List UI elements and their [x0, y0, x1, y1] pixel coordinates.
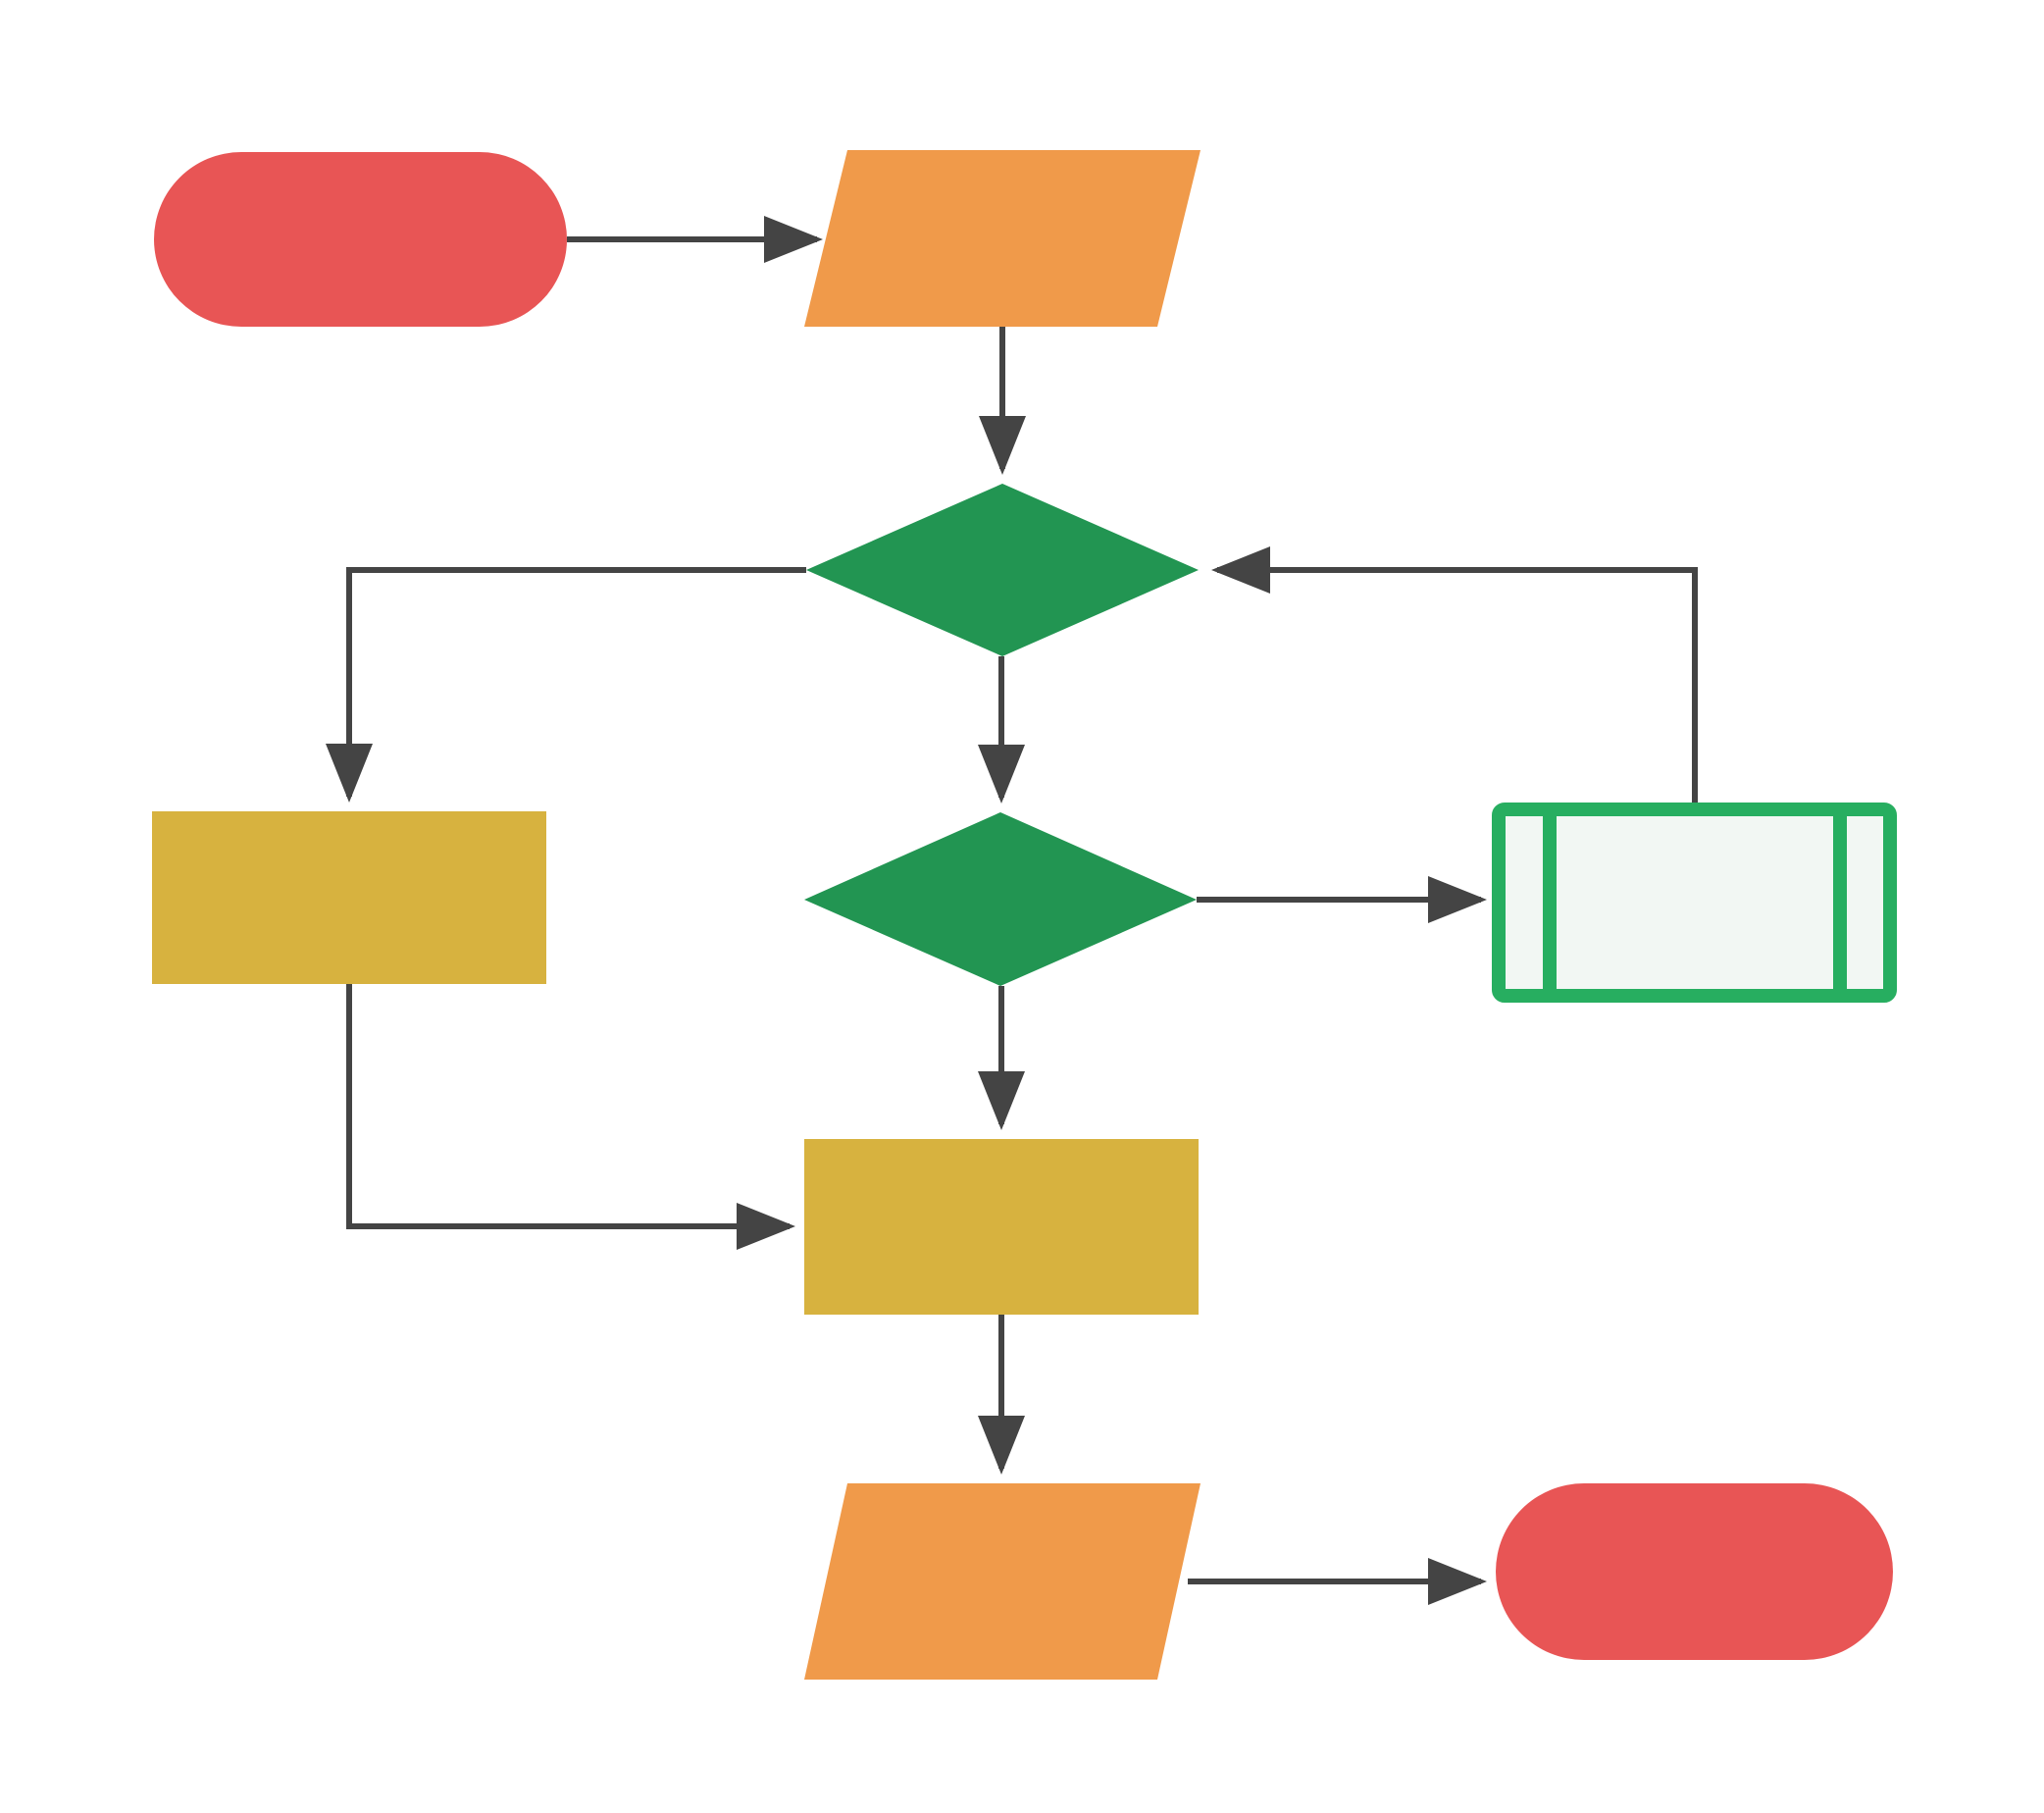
connector-layer — [326, 216, 1698, 1605]
node-process-center-rectangle[interactable] — [804, 1139, 1199, 1315]
edge-process-left-to-process-center — [346, 984, 795, 1250]
node-end-terminator[interactable] — [1496, 1483, 1893, 1660]
subroutine-outer-border — [1492, 803, 1897, 1003]
node-subroutine-predefined-process[interactable] — [1492, 803, 1897, 1003]
node-decision-2-diamond[interactable] — [804, 812, 1197, 986]
edge-decision1-to-process-left — [326, 567, 806, 803]
shape-layer — [152, 150, 1897, 1680]
edge-subroutine-loopback-to-decision1 — [1211, 546, 1698, 806]
node-process-left-rectangle[interactable] — [152, 811, 546, 984]
node-input-parallelogram[interactable] — [804, 150, 1201, 327]
node-output-parallelogram[interactable] — [804, 1483, 1201, 1680]
node-decision-1-diamond[interactable] — [806, 484, 1199, 656]
node-start-terminator[interactable] — [154, 152, 567, 327]
